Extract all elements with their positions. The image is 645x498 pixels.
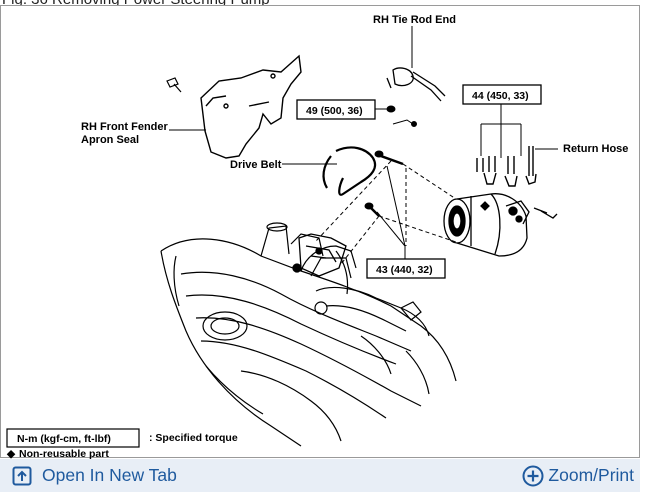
fender-bolt-drawing	[166, 77, 182, 93]
torque-label-44: 44 (450, 33)	[472, 90, 529, 102]
pump-bracket-drawing	[292, 233, 347, 277]
zoom-print-label: Zoom/Print	[548, 465, 634, 485]
figure-caption: Fig. 36 Removing Power Steering Pump	[2, 0, 270, 8]
open-in-new-tab-icon	[12, 466, 32, 486]
diagram-frame: RH Tie Rod End RH Front Fender Apron Sea…	[0, 5, 640, 459]
label-rh-tie-rod-end: RH Tie Rod End	[373, 14, 456, 26]
image-toolbar: Open In New Tab Zoom/Print	[0, 459, 640, 492]
tie-rod-end-drawing	[386, 67, 446, 102]
torque-label-49: 49 (500, 36)	[306, 105, 363, 117]
label-rh-front-fender: RH Front Fender	[81, 121, 168, 133]
label-apron-seal: Apron Seal	[81, 134, 139, 146]
legend-non-reusable: Non-reusable part	[19, 448, 109, 459]
label-drive-belt: Drive Belt	[230, 159, 282, 171]
pump-removal-diagram: RH Tie Rod End RH Front Fender Apron Sea…	[6, 14, 628, 459]
power-steering-pump-drawing	[443, 193, 558, 257]
torque43-leaders	[376, 165, 406, 259]
legend-units-box	[6, 428, 140, 448]
drive-belt-drawing	[322, 146, 377, 196]
legend-units: N-m (kgf-cm, ft-lbf)	[17, 433, 111, 445]
alignment-dashes	[315, 160, 457, 265]
open-in-new-tab-button[interactable]: Open In New Tab	[12, 459, 177, 492]
torque44-leaders	[480, 104, 522, 158]
engine-block-drawing	[160, 222, 457, 447]
fender-apron-seal-drawing	[200, 54, 302, 159]
open-in-new-tab-label: Open In New Tab	[42, 465, 177, 485]
label-return-hose: Return Hose	[563, 143, 628, 155]
zoom-print-button[interactable]: Zoom/Print	[522, 459, 634, 492]
nut-cotter-drawing	[386, 105, 417, 127]
return-hose-drawing	[476, 146, 558, 187]
mounting-bolts-drawing	[364, 150, 404, 217]
zoom-plus-icon	[522, 465, 544, 487]
legend-non-reusable-symbol: ◆	[6, 448, 16, 459]
torque-label-43: 43 (440, 32)	[376, 264, 433, 276]
legend-specified-torque: : Specified torque	[149, 432, 238, 444]
